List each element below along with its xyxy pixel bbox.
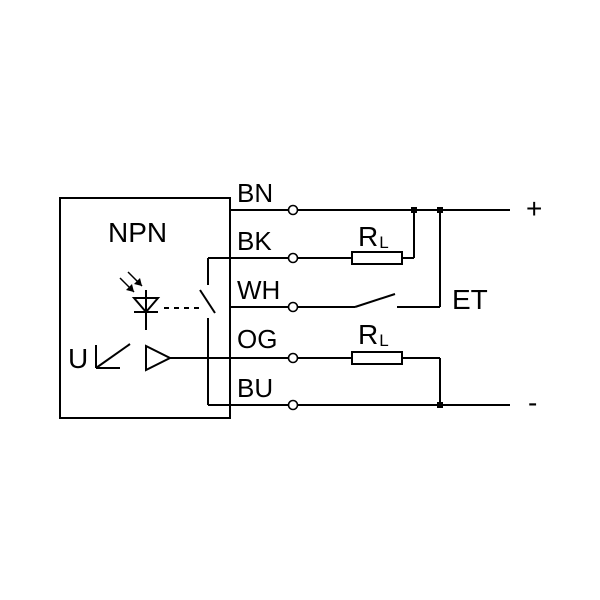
internal-switch <box>199 257 230 406</box>
wire-label-bu: BU <box>237 373 273 403</box>
terminal-bn <box>287 204 299 216</box>
voltage-label: U <box>68 343 88 374</box>
terminal-bk <box>287 252 299 264</box>
voltage-source-icon <box>95 343 131 369</box>
terminal-og <box>287 352 299 364</box>
junction-dot <box>411 207 417 213</box>
load-resistor-bottom <box>351 351 403 365</box>
load-label-bottom-main: R <box>358 319 378 350</box>
load-label-top-sub: L <box>379 233 388 252</box>
junction-dot <box>437 207 443 213</box>
wire-label-bn: BN <box>237 178 273 208</box>
load-label-top-main: R <box>358 221 378 252</box>
supply-plus-label: + <box>526 193 542 224</box>
load-label-bottom-sub: L <box>379 331 388 350</box>
photodiode-icon <box>119 271 161 330</box>
amplifier-icon <box>145 344 293 372</box>
supply-minus-label: - <box>528 387 537 418</box>
sensor-type-label: NPN <box>108 217 167 248</box>
terminal-wh <box>287 301 299 313</box>
external-switch <box>354 293 396 308</box>
wire-label-og: OG <box>237 324 277 354</box>
wire-label-bk: BK <box>237 226 272 256</box>
terminal-bu <box>287 399 299 411</box>
et-label: ET <box>452 284 488 315</box>
junction-dot <box>437 402 443 408</box>
load-label-bottom: RL <box>358 319 389 350</box>
load-resistor-top <box>351 251 403 265</box>
load-label-top: RL <box>358 221 389 252</box>
wire-label-wh: WH <box>237 275 280 305</box>
